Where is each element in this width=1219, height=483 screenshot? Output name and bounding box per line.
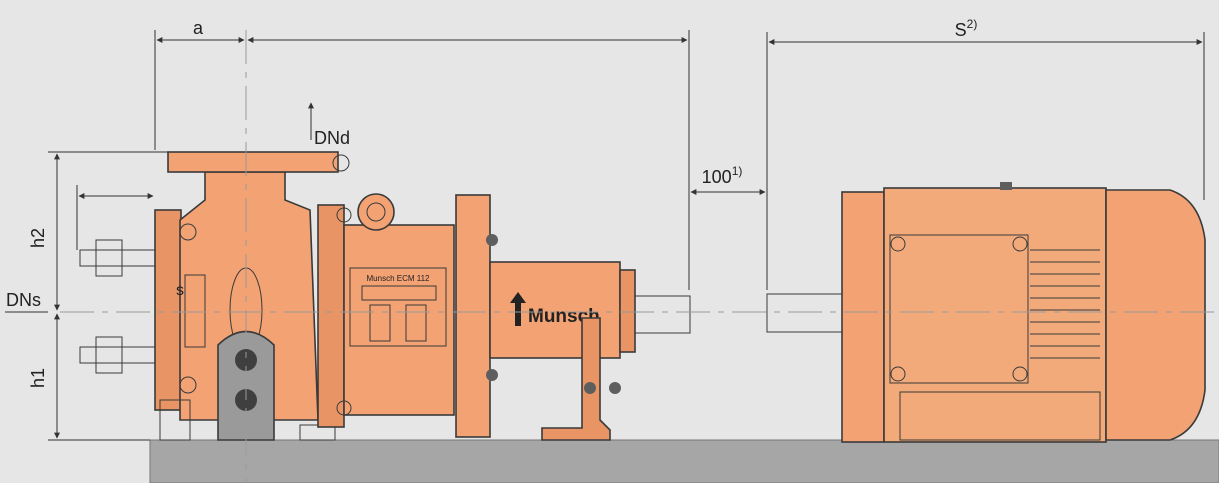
suction-studs [79, 239, 161, 374]
dim-s-label: S2) [955, 17, 978, 40]
suction-s-label: s [176, 282, 184, 299]
rotation-arrow-icon [510, 292, 526, 326]
nameplate-text: Munsch ECM 112 [367, 274, 431, 283]
dim-dnd-label: DNd [314, 128, 350, 148]
dim-gap-label: 1001) [702, 164, 743, 187]
suction-flange [154, 209, 182, 411]
cooling-fins [1030, 249, 1100, 359]
motor-assembly [766, 182, 1206, 443]
motor-end-flange [841, 191, 885, 443]
dim-a-label: a [193, 18, 204, 38]
motor-frame [883, 187, 1107, 443]
pump-assembly: Munsch ECM 112 Munsch [79, 151, 691, 441]
dim-dns-label: DNs [6, 290, 41, 310]
dim-h2-label: h2 [28, 228, 48, 248]
discharge-flange [167, 151, 339, 173]
lantern-flange-left [317, 204, 345, 428]
bearing-housing [343, 224, 455, 416]
lantern-flange-right [455, 194, 491, 438]
bearing-support-foot [541, 317, 611, 441]
fan-cover [1105, 189, 1206, 441]
dim-h1-label: h1 [28, 368, 48, 388]
nameplate: Munsch ECM 112 [349, 267, 447, 347]
pump-shaft-end [634, 295, 691, 334]
base-plate [149, 439, 1219, 483]
terminal-box [889, 234, 1029, 384]
motor-coupling-end [766, 293, 843, 333]
